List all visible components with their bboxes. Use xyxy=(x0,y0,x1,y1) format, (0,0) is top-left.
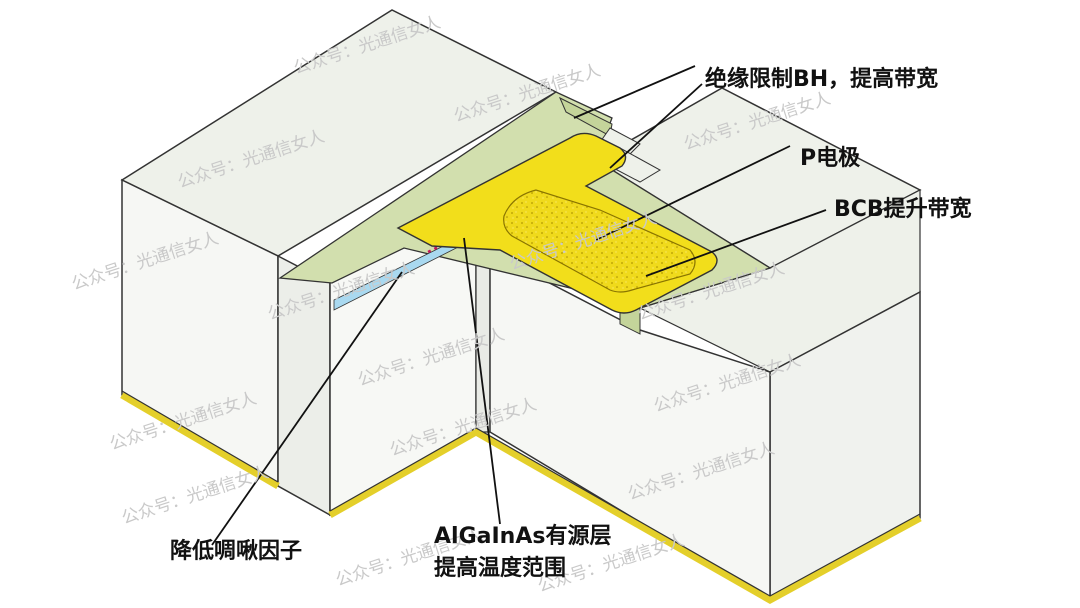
label-active-line1: AlGaInAs有源层 xyxy=(434,523,611,549)
label-chirp: 降低啁啾因子 xyxy=(170,539,302,564)
right-substrate-gold xyxy=(328,427,922,605)
left-substrate-edge xyxy=(121,390,279,483)
label-bcb: BCB提升带宽 xyxy=(834,196,972,222)
right-block-front-face xyxy=(489,250,771,602)
label-active-line2: 提高温度范围 xyxy=(434,555,566,581)
label-p-electrode: P电极 xyxy=(800,146,861,171)
p-electrode-pad xyxy=(503,189,696,293)
label-bh: 绝缘限制BH，提高带宽 xyxy=(705,66,938,92)
left-substrate-gold xyxy=(120,391,280,490)
callout-line-active xyxy=(463,237,501,525)
watermark: 公众号：光通信女人 xyxy=(119,462,271,528)
callout-line-bh-2 xyxy=(609,83,703,169)
callout-line-p xyxy=(595,145,791,241)
callout-line-bh xyxy=(573,65,696,119)
right-substrate-edge xyxy=(329,427,921,597)
callout-line-chirp xyxy=(211,271,403,546)
callout-line-bcb xyxy=(645,209,827,277)
